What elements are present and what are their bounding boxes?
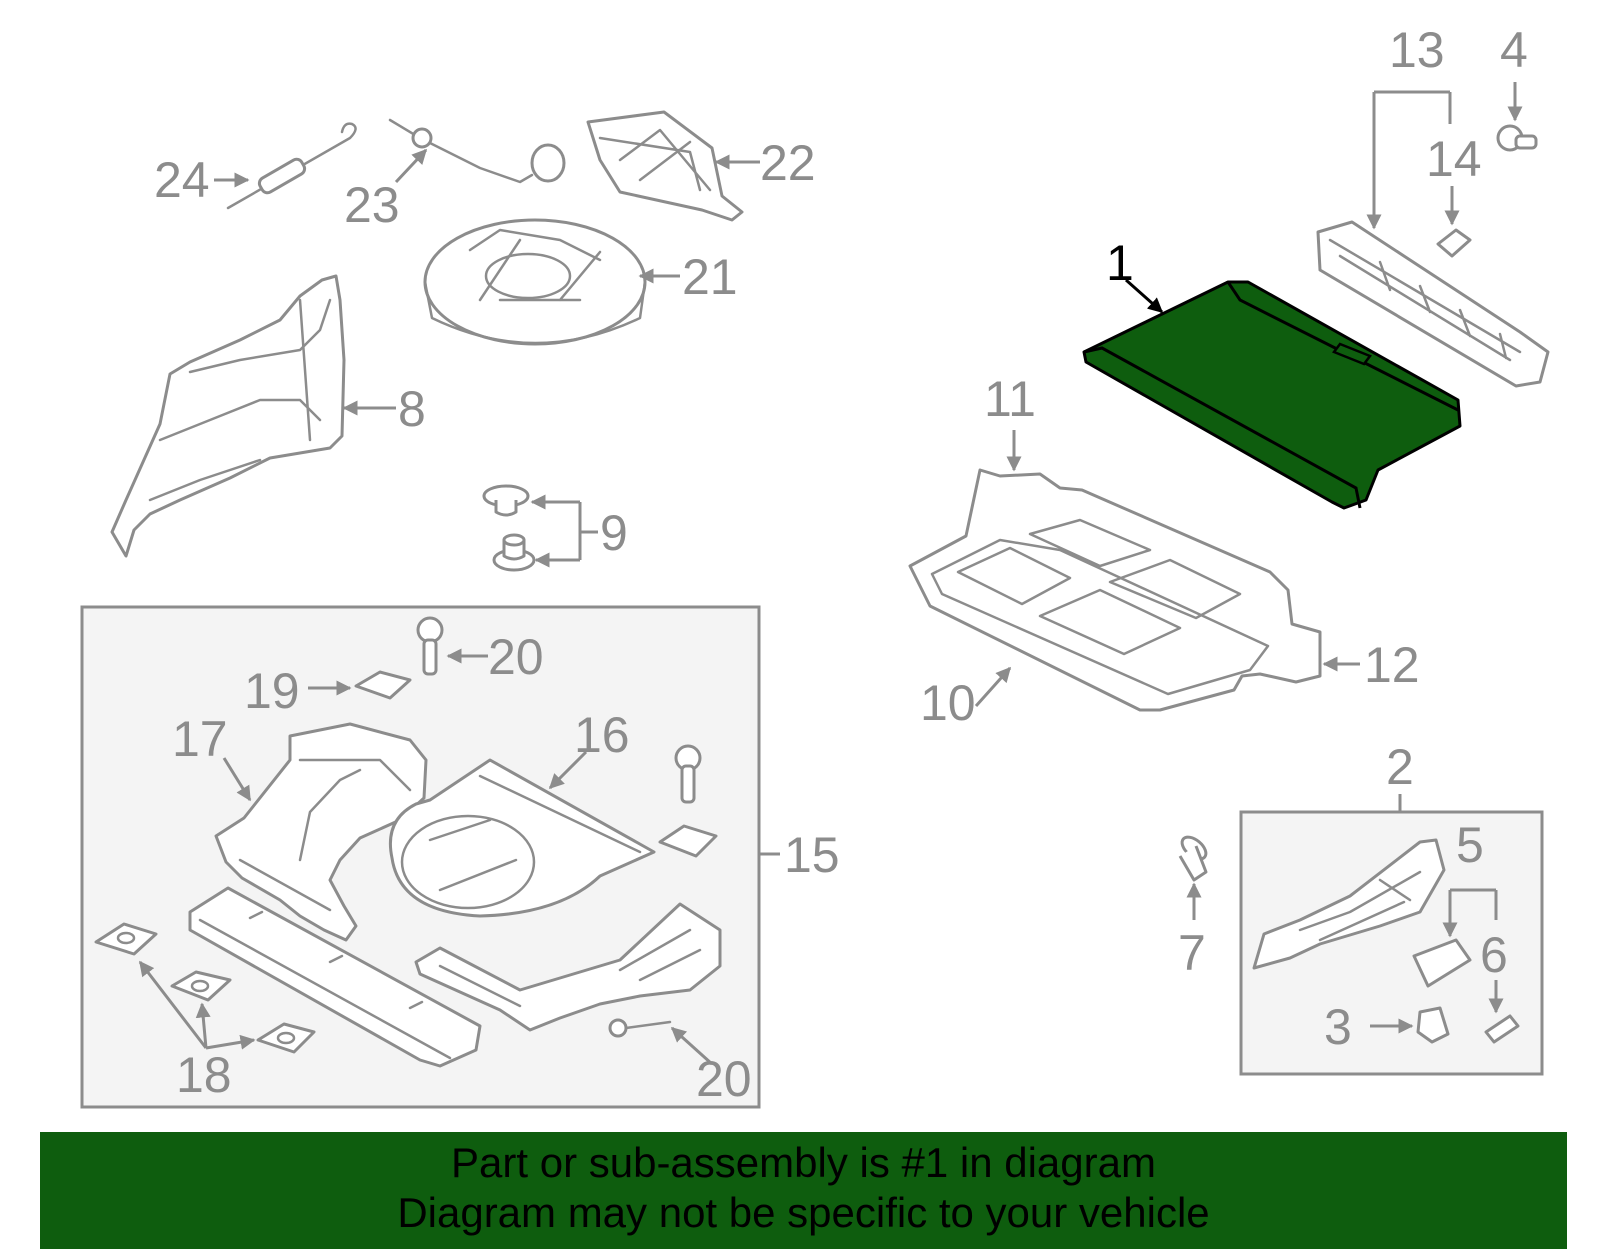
part-16-round-tray[interactable] [388,758,656,918]
callout-20-lower[interactable]: 20 [696,1051,752,1107]
part-17-left-bin[interactable] [214,722,428,942]
callout-20-upper[interactable]: 20 [488,629,544,685]
part-center-rail[interactable] [188,886,482,1068]
part-24-tow-hook[interactable] [226,122,357,210]
part-1-cargo-cover[interactable] [1082,280,1462,510]
banner-line-1: Part or sub-assembly is #1 in diagram [451,1139,1156,1186]
part-14-clip[interactable] [1436,228,1472,258]
part-3-clip[interactable] [1416,1006,1450,1044]
part-7-push-pin[interactable] [1178,833,1210,882]
callout-2[interactable]: 2 [1386,739,1414,795]
part-20-bolt-lower[interactable] [608,1018,672,1038]
part-23-jack-handle[interactable] [388,118,566,184]
part-18-pads[interactable] [94,922,316,1054]
callout-10[interactable]: 10 [920,675,976,731]
callout-3[interactable]: 3 [1324,999,1352,1055]
callout-24[interactable]: 24 [154,152,210,208]
callout-9[interactable]: 9 [600,505,628,561]
callout-11[interactable]: 11 [984,371,1036,427]
part-10-load-floor[interactable] [908,468,1322,712]
part-6-clip[interactable] [1484,1014,1520,1044]
banner-line-2: Diagram may not be specific to your vehi… [397,1189,1210,1236]
part-13-sill-plate[interactable] [1316,220,1550,388]
callout-23[interactable]: 23 [344,177,400,233]
callout-21[interactable]: 21 [682,249,738,305]
callout-8[interactable]: 8 [398,381,426,437]
callout-1[interactable]: 1 [1106,235,1134,291]
callout-14[interactable]: 14 [1426,131,1482,187]
callout-5[interactable]: 5 [1456,817,1484,873]
part-21-spare-tray[interactable] [423,218,647,346]
callout-7[interactable]: 7 [1178,925,1206,981]
callout-13[interactable]: 13 [1389,22,1445,78]
part-19-pad[interactable] [354,670,412,700]
callout-12[interactable]: 12 [1364,637,1420,693]
callout-15[interactable]: 15 [784,827,840,883]
notice-banner: Part or sub-assembly is #1 in diagram Di… [40,1132,1567,1249]
callout-4[interactable]: 4 [1500,22,1528,78]
part-9-grommets[interactable] [482,484,536,572]
callout-19[interactable]: 19 [244,663,300,719]
part-22-jack[interactable] [586,110,744,222]
callout-17[interactable]: 17 [172,711,228,767]
part-bolt-right[interactable] [658,744,718,858]
callout-16[interactable]: 16 [574,707,630,763]
part-right-bin[interactable] [414,902,722,1032]
part-5-clip[interactable] [1412,938,1472,988]
part-20-bolt-upper[interactable] [416,616,444,676]
callout-6[interactable]: 6 [1480,927,1508,983]
callout-18[interactable]: 18 [176,1047,232,1103]
part-2-trim-assembly[interactable] [1252,838,1446,970]
callout-22[interactable]: 22 [760,135,816,191]
part-4-screw[interactable] [1496,124,1538,152]
part-8-side-trim[interactable] [110,274,346,558]
